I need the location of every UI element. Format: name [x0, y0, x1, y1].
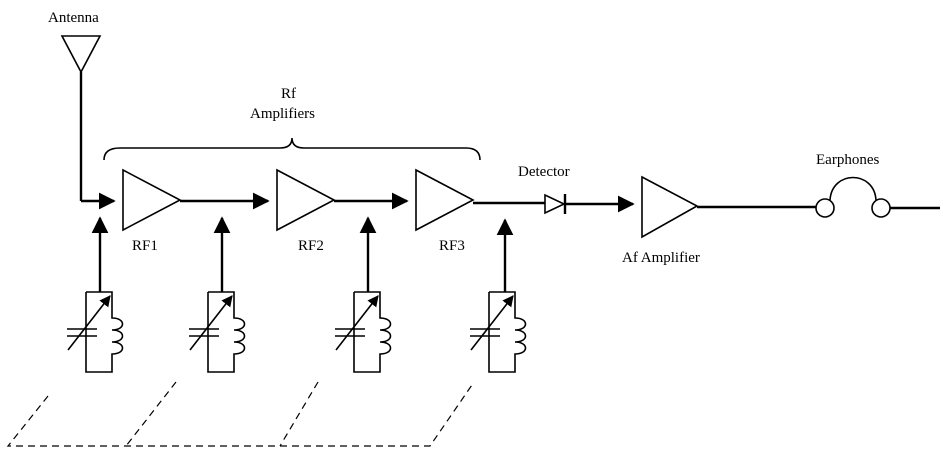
- earphones-label: Earphones: [816, 152, 879, 168]
- af-amplifier-label: Af Amplifier: [622, 250, 700, 266]
- rf3-amplifier: [415, 168, 475, 232]
- rf-amplifiers-brace: [103, 137, 481, 161]
- rf2-amplifier: [276, 168, 336, 232]
- detector-diode: [544, 193, 567, 215]
- ganged-tuning-linkage: [6, 381, 475, 447]
- tuned-circuit-3: [335, 216, 392, 373]
- af-amplifier: [641, 175, 699, 239]
- rf1-amplifier: [122, 168, 182, 232]
- tuned-circuit-4: [470, 218, 527, 373]
- rf-amplifiers-label-line2: Amplifiers: [250, 106, 315, 122]
- rf2-label: RF2: [298, 238, 324, 254]
- rf-amplifiers-label-line1: Rf: [281, 86, 296, 102]
- antenna-label: Antenna: [48, 10, 99, 26]
- rf3-label: RF3: [439, 238, 465, 254]
- tuned-circuit-1: [67, 216, 124, 373]
- antenna: [60, 35, 116, 210]
- earphones: [815, 176, 940, 218]
- tuned-circuit-2: [189, 216, 246, 373]
- detector-label: Detector: [518, 164, 570, 180]
- rf1-label: RF1: [132, 238, 158, 254]
